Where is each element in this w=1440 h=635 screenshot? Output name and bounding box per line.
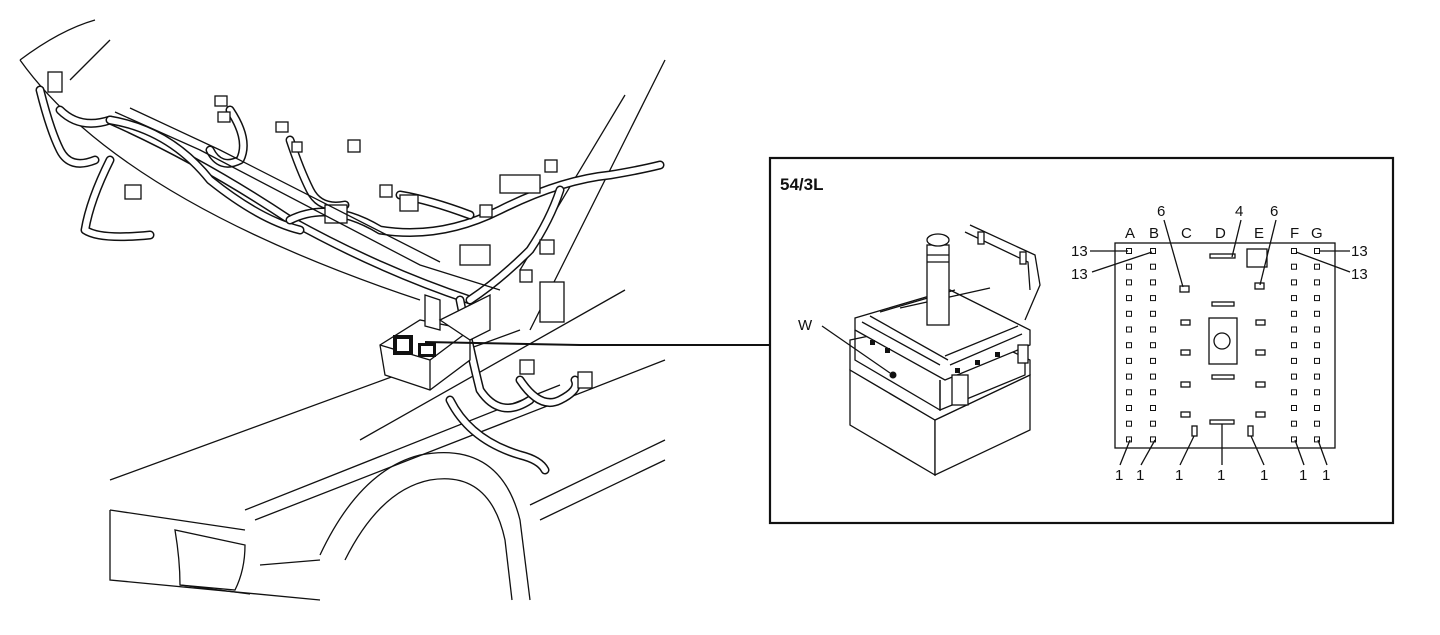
pin-cavity — [1314, 405, 1320, 411]
pin-callout-1: 1 — [1260, 467, 1268, 484]
pin-callout-6: 6 — [1157, 203, 1165, 220]
pin-cavity — [1314, 373, 1320, 380]
pin-cavity — [1150, 263, 1156, 270]
pin-cavity — [1314, 436, 1320, 443]
relay-box — [379, 293, 491, 391]
pin-cavity — [1291, 373, 1297, 380]
column-label-g: G — [1311, 225, 1323, 242]
pin-cavity — [1314, 342, 1320, 349]
pin-cavity — [1126, 326, 1132, 333]
pin-cavity — [1150, 310, 1156, 317]
pin-cavity — [1314, 279, 1320, 286]
column-label-e: E — [1254, 225, 1264, 242]
pin-cavity — [1150, 342, 1156, 349]
pin-cavity — [1126, 310, 1132, 317]
pin-cavity — [1150, 420, 1156, 427]
pin-callout-1: 1 — [1115, 467, 1123, 484]
pin-cavity — [1291, 405, 1297, 411]
pin-cavity — [1291, 279, 1297, 286]
pin-cavity — [1291, 248, 1297, 254]
pin-callout-1: 1 — [1175, 467, 1183, 484]
column-label-c: C — [1181, 225, 1192, 242]
pin-cavity — [1291, 310, 1297, 317]
pin-cavity — [1150, 279, 1156, 286]
pin-cavity — [1291, 342, 1297, 349]
pin-cavity — [1150, 389, 1156, 396]
pin-cavity — [1314, 248, 1320, 254]
leader-line — [424, 341, 770, 346]
pin-cavity — [1126, 420, 1132, 427]
pin-cavity — [1291, 420, 1297, 427]
pin-cavity — [1150, 357, 1156, 364]
pin-callout-13: 13 — [1071, 243, 1088, 260]
pin-cavity — [1126, 295, 1132, 302]
pin-cavity — [1126, 279, 1132, 286]
wire-side-label: W — [798, 317, 813, 334]
pin-cavity — [1126, 342, 1132, 349]
pin-cavity — [1150, 436, 1156, 443]
pin-cavity — [1314, 263, 1320, 270]
vehicle-engine-bay-illustration — [19, 19, 666, 601]
pin-cavity — [1314, 389, 1320, 396]
connector-block-3d: W — [798, 224, 1041, 477]
connector-id-label: 54/3L — [780, 175, 823, 194]
pin-callout-4: 4 — [1235, 203, 1243, 220]
pin-callout-1: 1 — [1299, 467, 1307, 484]
pin-cavity — [1126, 389, 1132, 396]
pin-callout-1: 1 — [1217, 467, 1225, 484]
pin-grid — [1126, 248, 1320, 443]
pin-cavity — [1126, 405, 1132, 411]
pin-callout-1: 1 — [1322, 467, 1330, 484]
pin-cavity — [1314, 295, 1320, 302]
pin-cavity — [1291, 263, 1297, 270]
pin-cavity — [1150, 405, 1156, 411]
pin-cavity — [1291, 326, 1297, 333]
pin-callout-1: 1 — [1136, 467, 1144, 484]
connector-face-pinout: A B C D E F G — [1071, 203, 1368, 484]
pin-callout-6: 6 — [1270, 203, 1278, 220]
pin-cavity — [1126, 357, 1132, 364]
pin-cavity — [1291, 389, 1297, 396]
pin-cavity — [1291, 436, 1297, 443]
pin-cavity — [1314, 310, 1320, 317]
column-label-d: D — [1215, 225, 1226, 242]
pin-callout-13: 13 — [1351, 243, 1368, 260]
pin-cavity — [1150, 295, 1156, 302]
pin-cavity — [1150, 326, 1156, 333]
column-label-f: F — [1290, 225, 1299, 242]
column-label-b: B — [1149, 225, 1159, 242]
pin-cavity — [1291, 295, 1297, 302]
pin-cavity — [1150, 373, 1156, 380]
pin-cavity — [1314, 357, 1320, 364]
pin-cavity — [1126, 263, 1132, 270]
connector-detail-panel: 54/3L — [768, 156, 1395, 525]
column-label-a: A — [1125, 225, 1135, 242]
pin-callout-13: 13 — [1071, 266, 1088, 283]
pin-cavity — [1126, 373, 1132, 380]
pin-callout-13: 13 — [1351, 266, 1368, 283]
pin-cavity — [1314, 420, 1320, 427]
pin-cavity — [1291, 357, 1297, 364]
pin-cavity — [1314, 326, 1320, 333]
pin-cavity — [1150, 248, 1156, 254]
